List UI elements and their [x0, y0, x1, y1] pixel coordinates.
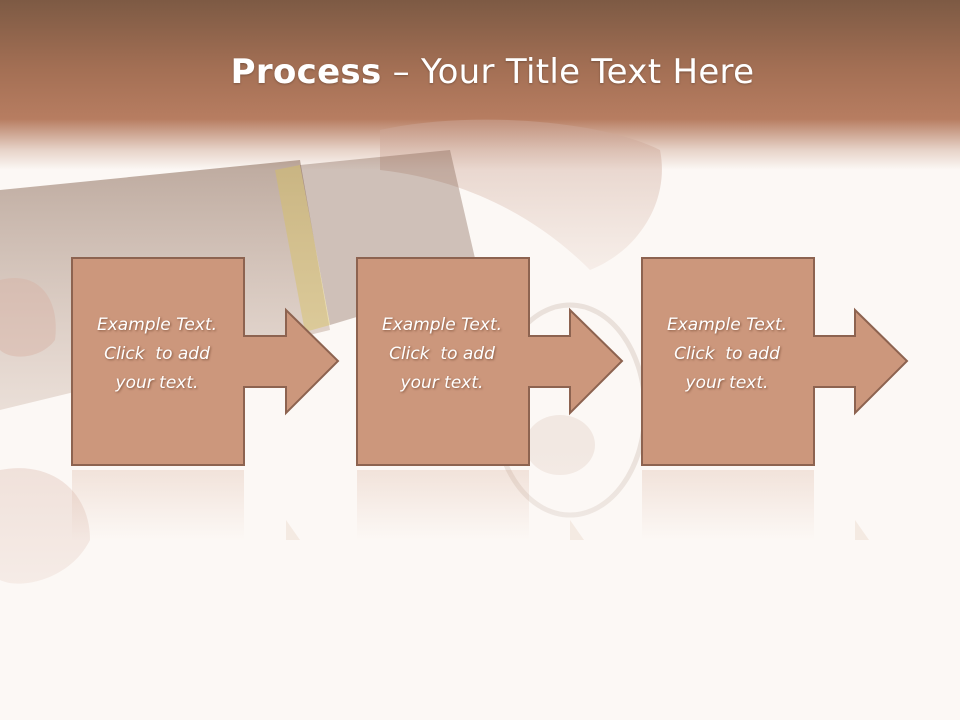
step-box-2	[356, 257, 530, 466]
step-1-line-2: Click to add	[104, 344, 210, 364]
step-3-line-2: Click to add	[674, 344, 780, 364]
step-2-line-3: your text.	[400, 373, 484, 393]
arrow-3	[813, 307, 909, 416]
step-text-1[interactable]: Example Text. Click to add your text.	[72, 311, 242, 398]
arrow-1	[243, 307, 340, 416]
reflection-3	[642, 470, 869, 540]
step-1-line-1: Example Text.	[96, 315, 218, 335]
process-step-1[interactable]	[71, 257, 340, 466]
title-bold: Process	[230, 52, 382, 92]
page-title: Process – Your Title Text Here	[0, 52, 960, 92]
reflection-1	[72, 470, 300, 540]
arrow-2	[528, 307, 624, 416]
title-rest: – Your Title Text Here	[381, 52, 755, 92]
step-2-line-2: Click to add	[389, 344, 495, 364]
step-3-line-3: your text.	[685, 373, 769, 393]
process-step-3[interactable]	[641, 257, 909, 466]
step-1-line-3: your text.	[115, 373, 199, 393]
step-box-1	[71, 257, 245, 466]
step-box-3	[641, 257, 815, 466]
step-text-3[interactable]: Example Text. Click to add your text.	[642, 311, 812, 398]
reflection-2	[357, 470, 584, 540]
step-3-line-1: Example Text.	[666, 315, 788, 335]
step-text-2[interactable]: Example Text. Click to add your text.	[357, 311, 527, 398]
step-2-line-1: Example Text.	[381, 315, 503, 335]
process-step-2[interactable]	[356, 257, 624, 466]
